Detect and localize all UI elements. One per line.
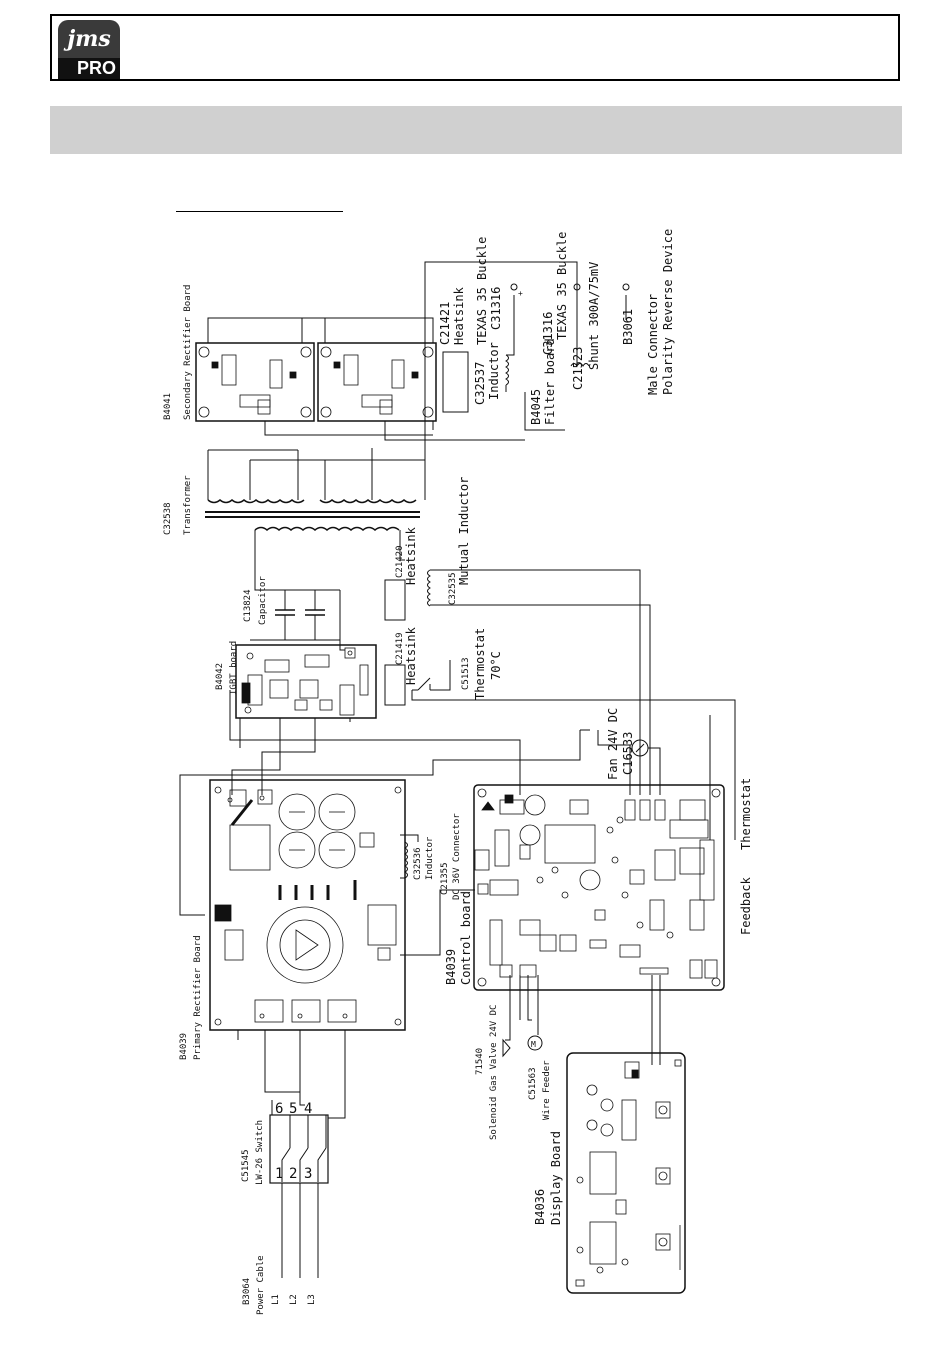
label-n1: 1 <box>275 1166 283 1182</box>
label-b4045: B4045 <box>529 389 543 425</box>
label-c21420: C21420 <box>395 545 405 578</box>
label-heatsink-3: Heatsink <box>404 626 418 685</box>
logo-brand-text: jms <box>58 20 120 58</box>
label-thermostat-70: Thermostat <box>473 628 487 700</box>
label-c21355: C21355 <box>440 862 450 895</box>
label-b4039-ctrl: B4039 <box>444 949 458 985</box>
label-b3061: B3061 <box>621 309 635 345</box>
label-c32535: C32535 <box>448 572 458 605</box>
label-c21419: C21419 <box>395 632 405 665</box>
label-transformer: Transformer <box>183 475 193 535</box>
label-c32537: C32537 <box>473 362 487 405</box>
label-c21421: C21421 <box>438 302 452 345</box>
label-c51563: C51563 <box>528 1067 538 1100</box>
label-b4042: B4042 <box>215 663 225 690</box>
label-shunt: Shunt 300A/75mV <box>587 262 601 370</box>
label-feedback: Feedback <box>739 876 753 935</box>
label-b4039-primary: B4039 <box>179 1033 189 1060</box>
label-inductor-1: Inductor <box>487 342 501 400</box>
label-secondary-rectifier: Secondary Rectifier Board <box>183 285 193 420</box>
label-fan: Fan 24V DC <box>606 708 620 780</box>
section-title-bar <box>50 106 902 154</box>
label-temp-70: 70°C <box>489 651 503 680</box>
label-c51513: C51513 <box>461 657 471 690</box>
label-power-cable: Power Cable <box>256 1255 266 1315</box>
lw26-switch: 6 5 4 1 2 3 C51545 LW-26 Switch <box>241 1101 329 1185</box>
igbt-board: B4042 IGBT board <box>215 641 377 719</box>
label-l2: L2 <box>289 1294 299 1305</box>
label-wire-feeder: Wire Feeder <box>542 1060 552 1120</box>
label-c21523: C21523 <box>571 347 585 390</box>
capacitor: C13824 Capacitor <box>243 576 340 641</box>
label-c13824: C13824 <box>243 589 253 622</box>
label-c16533: C16533 <box>621 732 635 775</box>
transformer: C32538 Transformer <box>163 475 420 535</box>
label-thermostat: Thermostat <box>739 778 753 850</box>
display-board: B4036 Display Board <box>533 1052 686 1294</box>
label-texas-buckle-1: TEXAS 35 Buckle <box>475 237 489 345</box>
secondary-rectifier-board: B4041 Secondary Rectifier Board <box>163 285 437 422</box>
label-primary-rectifier: Primary Rectifier Board <box>193 935 203 1060</box>
label-b4036: B4036 <box>533 1189 547 1225</box>
label-igbt-board: IGBT board <box>229 641 239 695</box>
svg-text:M: M <box>531 1040 536 1049</box>
label-male-connector: Male Connector <box>646 294 660 395</box>
label-heatsink-2: Heatsink <box>404 526 418 585</box>
logo-pro-text: PRO <box>58 58 120 79</box>
label-filter-board: Filter board <box>543 338 557 425</box>
label-display-board: Display Board <box>549 1131 563 1225</box>
title-underline <box>176 211 343 212</box>
label-n5: 5 <box>289 1101 297 1117</box>
brand-logo: jms PRO <box>58 20 120 79</box>
label-c31316-a: C31316 <box>489 287 503 330</box>
label-b4041: B4041 <box>163 393 173 420</box>
label-n4: 4 <box>304 1101 312 1117</box>
label-l3: L3 <box>307 1294 317 1305</box>
label-solenoid: Solenoid Gas Valve 24V DC <box>489 1005 499 1140</box>
label-heatsink-1: Heatsink <box>452 286 466 345</box>
label-texas-buckle-2: TEXAS 35 Buckle <box>555 232 569 340</box>
label-n3: 3 <box>304 1166 312 1182</box>
label-c71540: 71540 <box>475 1048 485 1075</box>
label-control-board: Control board <box>459 891 473 985</box>
label-c32536: C32536 <box>413 847 423 880</box>
label-polarity-device: Polarity Reverse Device <box>661 229 675 395</box>
label-dc36-connector: DC 36V Connector <box>452 813 462 900</box>
label-c51545: C51545 <box>241 1149 251 1182</box>
label-capacitor: Capacitor <box>258 576 268 625</box>
label-n2: 2 <box>289 1166 297 1182</box>
label-mutual-inductor: Mutual Inductor <box>457 477 471 585</box>
control-board: B4039 Control board <box>444 784 725 991</box>
label-n6: 6 <box>275 1101 283 1117</box>
label-c32538: C32538 <box>163 502 173 535</box>
label-c31316-b: C31316 <box>541 312 555 355</box>
label-l1: L1 <box>271 1294 281 1305</box>
primary-rectifier-board: B4039 Primary Rectifier Board <box>179 779 406 1060</box>
label-lw26-switch: LW-26 Switch <box>255 1120 265 1185</box>
label-b3064: B3064 <box>242 1278 252 1305</box>
svg-text:+: + <box>518 289 523 298</box>
page-header: jms PRO <box>50 14 900 81</box>
label-inductor-2: Inductor <box>425 836 435 880</box>
